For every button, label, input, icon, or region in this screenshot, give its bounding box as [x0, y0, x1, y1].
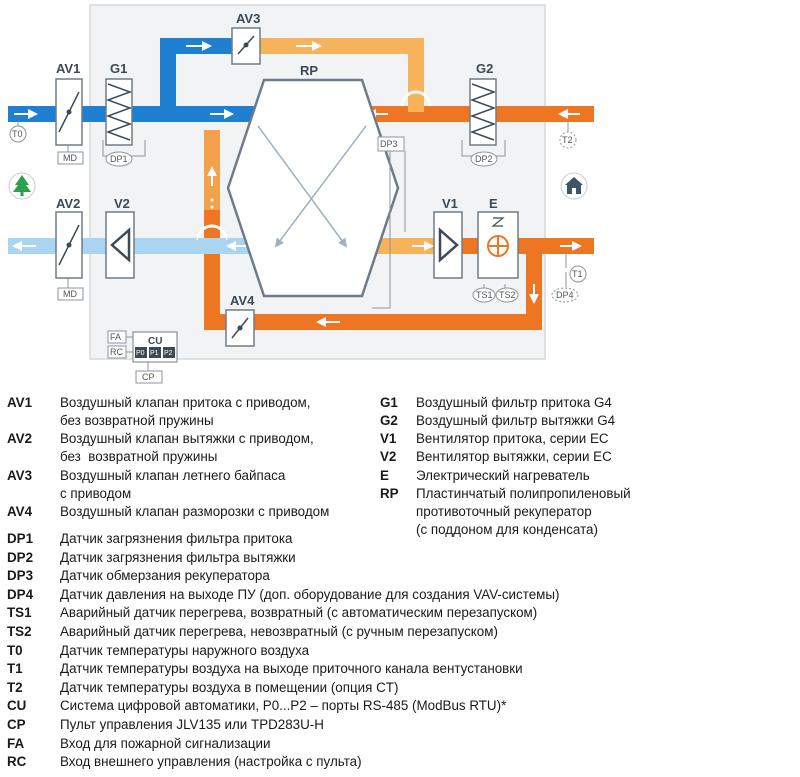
legend-desc: Вход для пожарной сигнализации [60, 735, 271, 751]
legend-desc: Датчик загрязнения фильтра вытяжки [60, 549, 296, 565]
svg-text:CP: CP [142, 372, 155, 382]
legend-desc: Воздушный фильтр вытяжки G4 [416, 413, 616, 428]
legend-desc: Вентилятор притока, серии EC [416, 431, 609, 446]
svg-text:DP4: DP4 [556, 290, 574, 300]
svg-text:P0: P0 [136, 350, 145, 357]
svg-text:T2: T2 [562, 135, 573, 145]
legend-code: RC [7, 754, 27, 770]
legend-desc: Электрический нагреватель [416, 468, 590, 483]
legend-desc: Датчик температуры наружного воздуха [60, 642, 310, 658]
legend-code: CP [7, 717, 26, 732]
svg-text:TS2: TS2 [499, 290, 516, 300]
legend-code: G2 [380, 413, 398, 428]
svg-text:V2: V2 [114, 196, 130, 211]
legend-code: FA [7, 735, 25, 751]
legend-code: DP2 [7, 549, 34, 565]
legend-code: E [380, 468, 389, 483]
svg-text:P1: P1 [150, 350, 159, 357]
svg-text:AV1: AV1 [56, 61, 80, 76]
svg-text:MD: MD [63, 153, 77, 163]
legend-desc: Воздушный клапан разморозки с приводом [60, 504, 330, 519]
svg-text:DP1: DP1 [110, 154, 128, 164]
damper-av4: AV4 [225, 293, 255, 347]
sensor-dp4: DP4 [551, 287, 579, 303]
ventilation-diagram: RP AV1 MD G1 DP1 AV3 [8, 4, 594, 384]
svg-text:AV3: AV3 [236, 11, 260, 26]
legend-desc: Датчик давления на выходе ПУ (доп. обору… [60, 586, 560, 602]
filter-g1: G1 DP1 [105, 61, 133, 167]
svg-text:E: E [489, 196, 498, 211]
legend-code: T0 [7, 642, 23, 658]
recuperator-rp: RP [226, 63, 400, 298]
legend-desc: Вентилятор вытяжки, серии EC [416, 449, 612, 464]
legend-code: DP1 [7, 531, 34, 546]
legend-code: AV4 [7, 504, 33, 519]
svg-text:TS1: TS1 [476, 290, 493, 300]
sensor-dp3: DP3 [377, 136, 405, 152]
svg-text:T1: T1 [572, 269, 583, 279]
damper-av2: AV2 MD [55, 196, 84, 301]
svg-text:FA: FA [110, 332, 121, 342]
legend-code: DP3 [7, 568, 34, 584]
svg-text:AV4: AV4 [230, 293, 255, 308]
svg-text:CU: CU [148, 336, 162, 347]
legend-code: RP [380, 486, 399, 501]
svg-text:G2: G2 [476, 61, 493, 76]
legend-code: AV1 [7, 395, 33, 410]
flow-arrows [12, 41, 582, 327]
filter-g2: G2 DP2 [469, 61, 498, 167]
legend-desc: Система цифровой автоматики, P0...P2 – п… [60, 698, 507, 714]
legend-desc: Воздушный клапан вытяжки с приводом, без… [60, 431, 314, 464]
legend-code: T1 [7, 661, 23, 677]
legend-desc: Вход внешнего управления (настройка с пу… [60, 754, 362, 770]
legend-desc: Воздушный клапан летнего байпаса с приво… [60, 468, 286, 501]
legend-desc: Аварийный датчик перегрева, возвратный (… [60, 605, 538, 621]
legend-desc: Датчик загрязнения фильтра притока [60, 531, 293, 546]
fan-v2: V2 [105, 196, 135, 279]
legend-code: AV3 [7, 468, 33, 483]
legend-code: G1 [380, 395, 398, 410]
legend-code: V1 [380, 431, 397, 446]
legend-code: T2 [7, 679, 23, 695]
svg-text:DP3: DP3 [380, 139, 398, 149]
legend-desc: Пластинчатый полипропиленовый противоточ… [416, 486, 631, 537]
legend-code: AV2 [7, 431, 33, 446]
defrost-bottom [204, 314, 542, 330]
heater-e: E TS1 TS2 [472, 196, 519, 303]
fan-v1: V1 [433, 196, 463, 279]
legend-desc: Датчик обмерзания рекуператора [60, 568, 270, 584]
legend-desc: Аварийный датчик перегрева, невозвратный… [60, 624, 498, 639]
bypass-top-orange [258, 38, 424, 54]
legend-desc: Воздушный фильтр притока G4 [416, 395, 612, 410]
rp-label: RP [300, 63, 318, 78]
svg-text:AV2: AV2 [56, 196, 80, 211]
control-unit-cu: FA RC CU P0 P1 P2 CP [107, 330, 178, 384]
bypass-exhaust-riser [408, 38, 424, 108]
damper-av1: AV1 MD [55, 61, 84, 165]
legend-code: TS1 [7, 605, 32, 621]
legend-code: DP4 [7, 586, 34, 602]
legend-desc: Датчик температуры воздуха в помещении (… [60, 679, 399, 695]
svg-text:T0: T0 [12, 129, 23, 139]
svg-text:RC: RC [110, 347, 123, 357]
bypass-supply-riser [160, 38, 176, 122]
house-icon [560, 172, 588, 200]
damper-av3: AV3 [231, 11, 261, 65]
legend-code: V2 [380, 449, 397, 464]
sensor-t1: T1 [569, 265, 587, 283]
legend-desc: Пульт управления JLV135 или TPD283U-H [60, 717, 324, 732]
sensor-t0: T0 [9, 125, 27, 143]
svg-text:MD: MD [63, 289, 77, 299]
svg-text:P2: P2 [164, 350, 173, 357]
legend-desc: Датчик температуры воздуха на выходе при… [60, 661, 523, 677]
tree-icon [8, 172, 36, 200]
svg-text:DP2: DP2 [475, 154, 493, 164]
legend-code: TS2 [7, 624, 32, 639]
svg-text:V1: V1 [442, 196, 458, 211]
sensor-t2: T2 [559, 131, 577, 149]
svg-text:G1: G1 [110, 61, 127, 76]
legend-code: CU [7, 698, 27, 714]
legend-desc: Воздушный клапан притока с приводом, без… [60, 395, 311, 428]
